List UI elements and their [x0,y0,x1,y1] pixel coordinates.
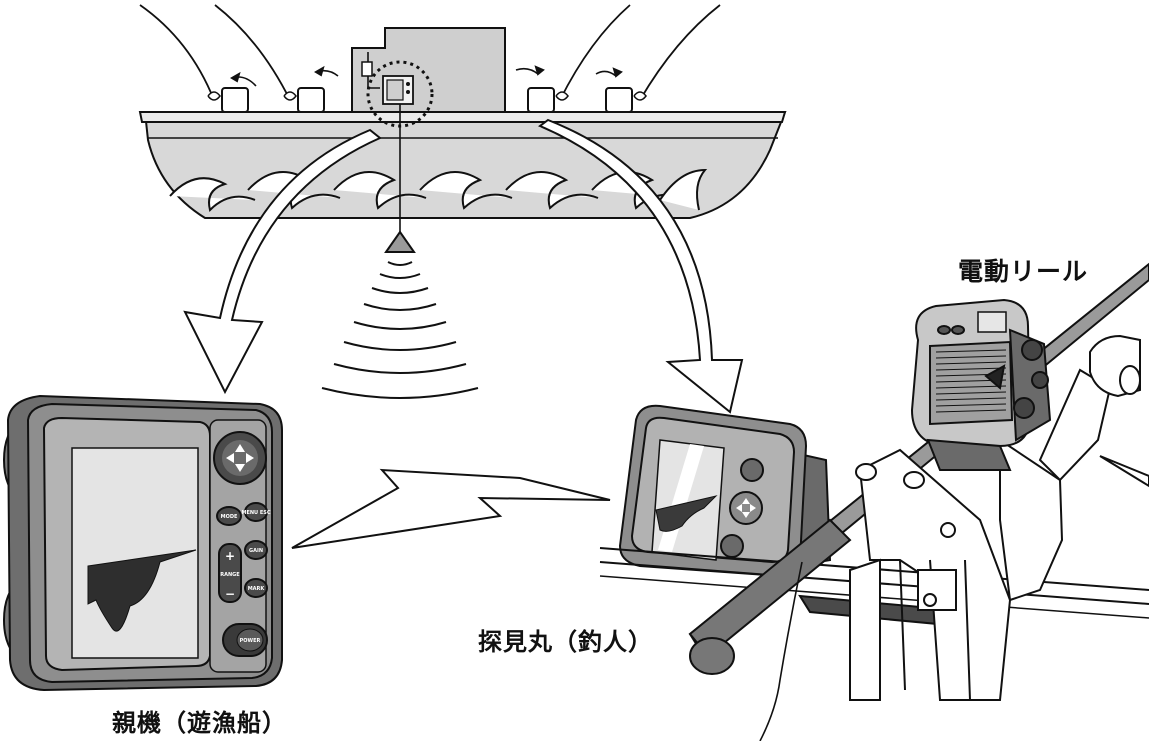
boat [138,4,787,232]
tanmimaru-power-button [720,534,744,558]
master-mode-button [216,506,242,526]
deck-rail [138,111,787,123]
boat-cabin [351,27,506,113]
master-unit [3,394,283,692]
tanmimaru-top-button [740,458,764,482]
svg-text:+: + [225,549,235,563]
mode-label: MODE [221,514,238,520]
svg-text:−: − [225,587,235,601]
master-unit-label: 親機（遊漁船） [112,709,287,737]
tanmimaru-echo-graphic [655,495,718,532]
sonar-echo-graphic [87,549,197,632]
reel-display [977,311,1007,333]
transducer-icon [384,230,416,253]
electric-reel-label: 電動リール [958,257,1089,286]
tanmimaru-unit [618,404,832,578]
rod-holder-3 [527,87,555,113]
menu-esc-label: MENU ESC [241,510,270,516]
mark-label: MARK [248,586,266,592]
gain-label: GAIN [249,548,263,554]
arrow-to-tanmimaru [538,118,744,414]
master-menu-button [244,502,268,522]
sonar [321,230,479,399]
tanmimaru-dpad [729,491,763,525]
rod-holder-1 [221,87,249,113]
rod-holder-2 [297,87,325,113]
wireless-bolt [291,468,611,549]
range-label: RANGE [220,572,240,578]
arrow-to-master [183,128,382,395]
master-gain-button [244,540,268,560]
signal-arrows [183,118,744,414]
master-button-labels: MODE MENU ESC GAIN RANGE MARK POWER [220,510,271,644]
rod-holder-4 [605,87,633,113]
power-label: POWER [240,638,261,644]
tanmimaru-cable [759,561,803,741]
tanmimaru-label: 探見丸（釣人） [478,628,653,656]
master-mark-button [244,578,268,598]
rod-butt [689,637,735,675]
edge-arrow [1099,455,1149,488]
rod-and-reel [688,262,1149,701]
master-range-rocker [218,543,242,603]
